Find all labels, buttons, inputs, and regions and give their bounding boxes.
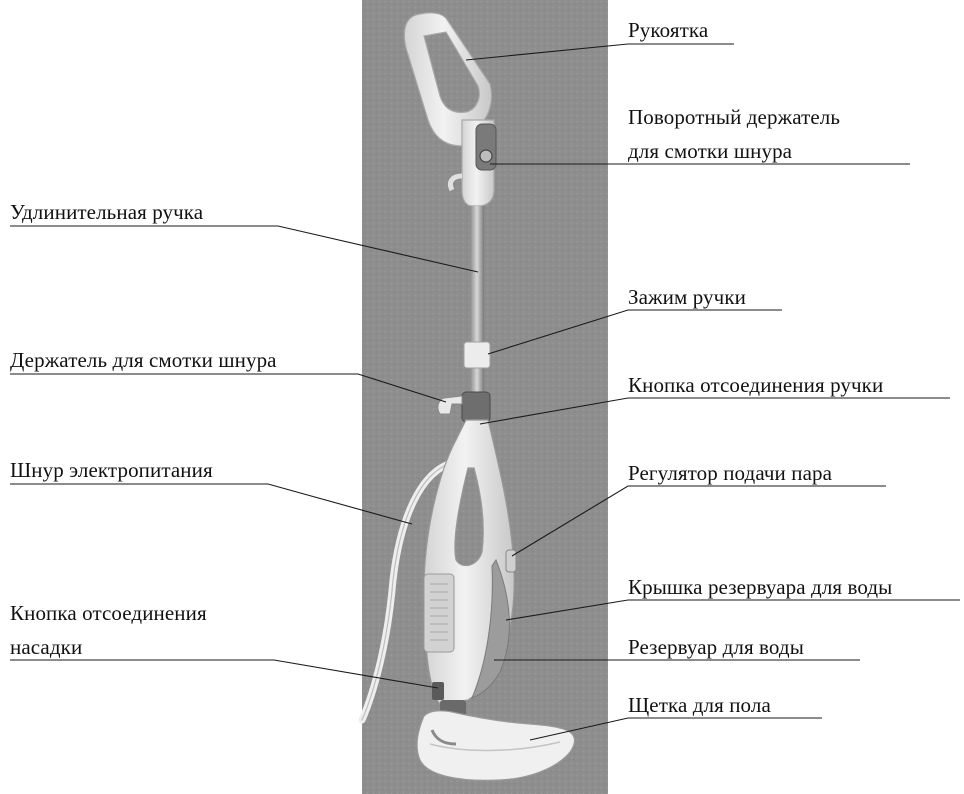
label-extension-handle: Удлинительная ручка	[10, 195, 203, 229]
label-steam-regulator: Регулятор подачи пара	[628, 456, 832, 490]
label-swivel-cord-holder: Поворотный держатель для смотки шнура	[628, 100, 840, 168]
attachment-release-button	[432, 682, 444, 700]
label-floor-brush: Щетка для пола	[628, 688, 771, 722]
label-power-cord: Шнур электропитания	[10, 453, 213, 487]
label-handle-release-button: Кнопка отсоединения ручки	[628, 368, 883, 402]
lower-collar	[462, 392, 490, 422]
handle-clamp	[464, 342, 490, 368]
label-tank-cap: Крышка резервуара для воды	[628, 570, 892, 604]
leader-power-cord	[10, 484, 412, 524]
swivel-cord-holder	[476, 124, 496, 170]
label-water-tank: Резервуар для воды	[628, 630, 804, 664]
label-handle: Рукоятка	[628, 13, 708, 47]
label-attachment-release-button: Кнопка отсоединения насадки	[10, 596, 207, 664]
label-handle-clamp: Зажим ручки	[628, 280, 746, 314]
steam-regulator	[506, 550, 516, 572]
label-cord-holder: Держатель для смотки шнура	[10, 343, 277, 377]
